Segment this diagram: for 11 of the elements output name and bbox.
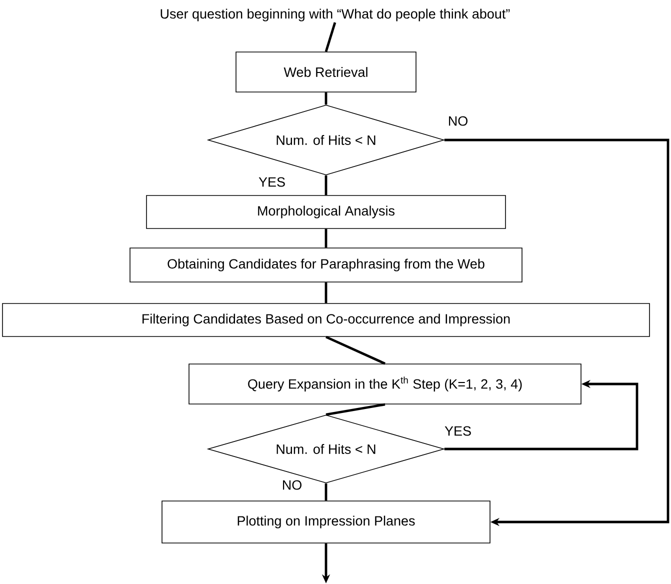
process-box: Morphological Analysis bbox=[146, 195, 506, 229]
process-box: Filtering Candidates Based on Co-occurrence and Impression bbox=[2, 303, 650, 337]
edge-label: YES bbox=[444, 425, 473, 437]
question-text: User question beginning with “What do people think about” bbox=[160, 8, 510, 22]
edge-label: NO bbox=[446, 115, 470, 127]
process-box: Query Expansion in the K$^{th}$ Step (K=1, 2, 3, 4) bbox=[188, 364, 582, 404]
process-box: Plotting on Impression Planes bbox=[162, 500, 490, 544]
edge-label: YES bbox=[258, 176, 287, 188]
process-box: Web Retrieval bbox=[236, 52, 416, 92]
process-box: Obtaining Candidates for Paraphrasing from the Web bbox=[130, 248, 522, 282]
arrow bbox=[444, 138, 670, 526]
